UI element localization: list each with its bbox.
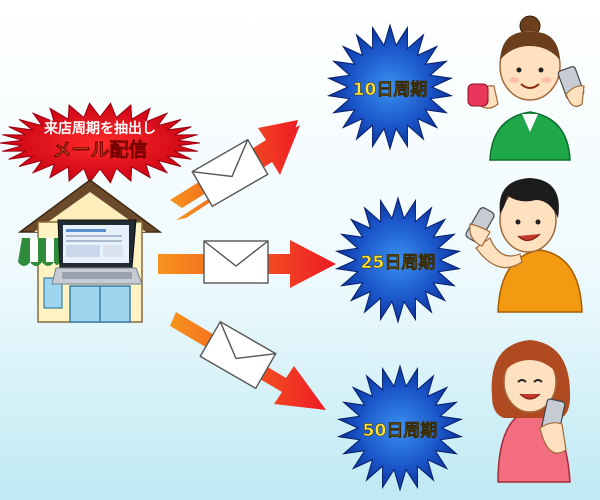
burst-label: 10日周期 [353,80,428,100]
man-with-phone-icon [465,178,583,313]
burst-10-days: 10日周期 [326,23,454,151]
callout-line-2: メール配信 [52,138,147,161]
woman-long-hair-with-phone-icon [491,340,571,483]
callout-burst: 来店周期を抽出し メール配信 [0,102,201,184]
awning [18,238,60,266]
callout-line-1: 来店周期を抽出し [43,120,156,137]
envelope-icon [199,320,277,390]
laptop-icon [51,219,143,285]
envelope-icon [203,240,269,284]
burst-25-days: 25日周期 [334,196,462,324]
burst-label: 50日周期 [363,421,438,441]
burst-50-days: 50日周期 [336,364,464,492]
burst-label: 25日周期 [361,253,436,273]
woman-with-phone-icon [467,15,585,161]
envelope-icon [191,138,269,208]
